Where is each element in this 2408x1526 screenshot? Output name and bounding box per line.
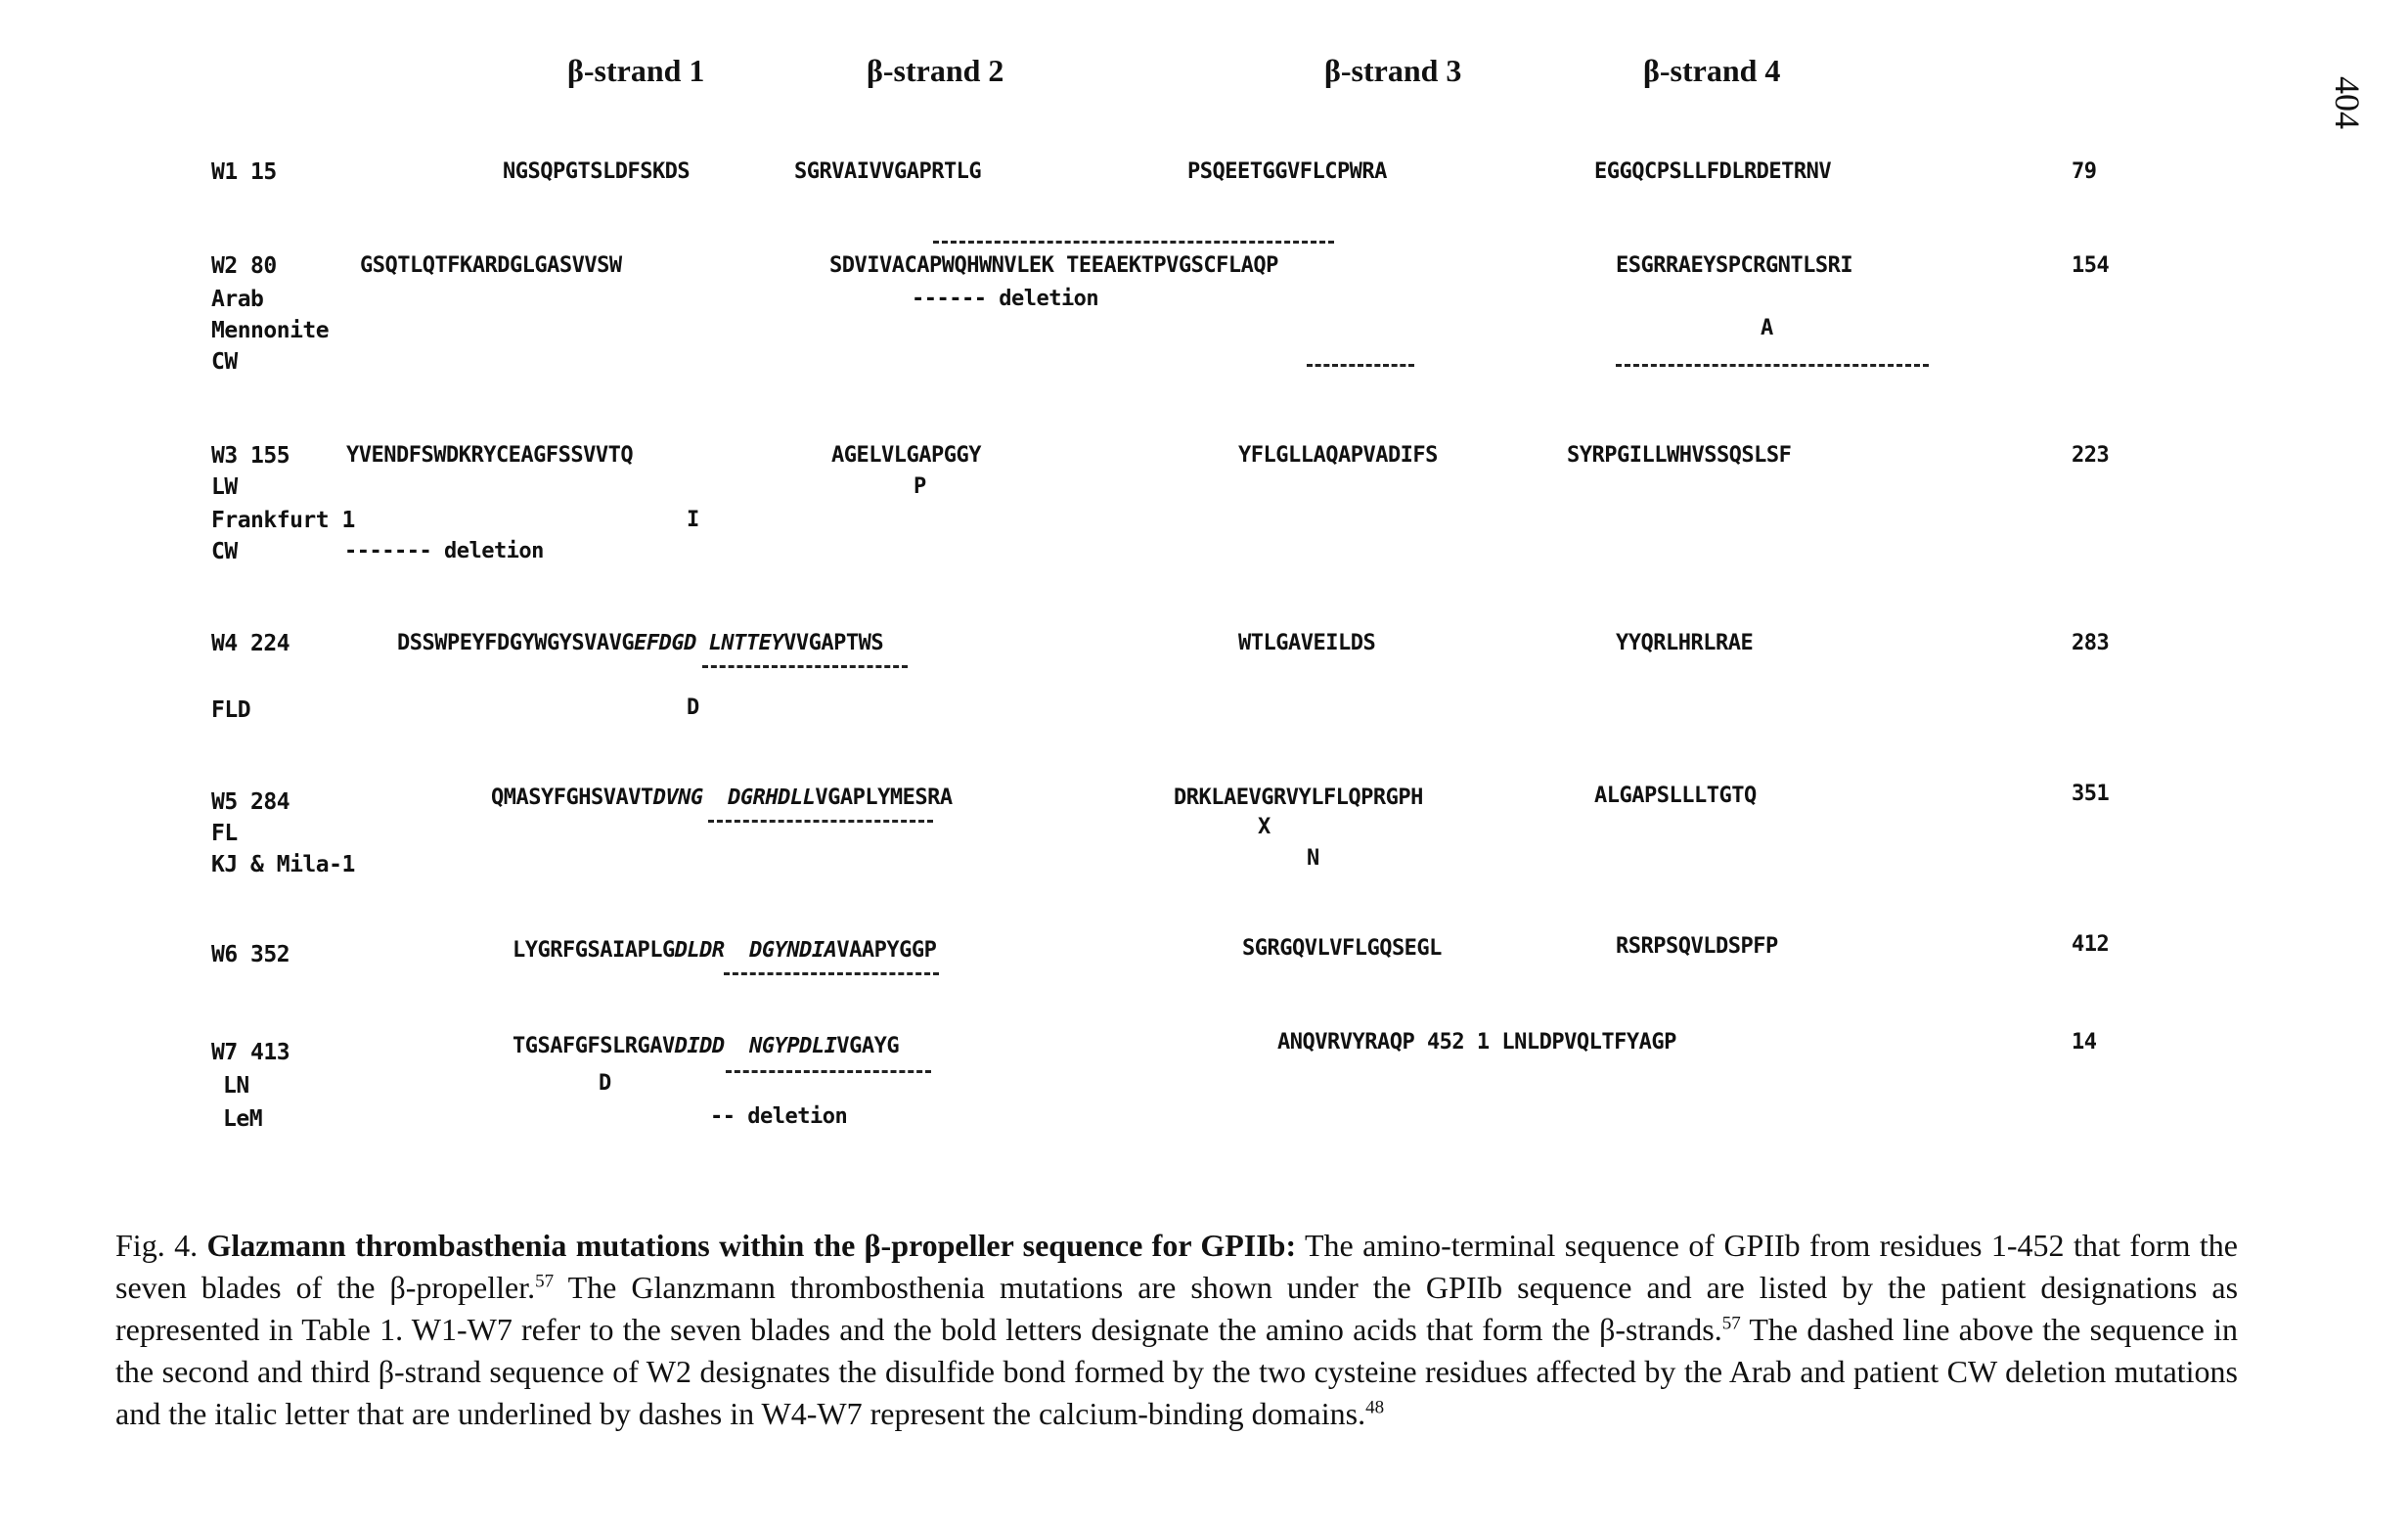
strand-1-2-seq: TGSAFGFSLRGAVDIDD NGYPDLIVGAYG — [513, 1033, 900, 1060]
blade-label: W2 80 — [211, 253, 277, 279]
citation-ref: 48 — [1365, 1397, 1385, 1418]
calcium-binding-underline — [702, 665, 908, 668]
strand-1-seq: DSSWPEYFDGYWGYSVAVGEFDGD LNTTEYVVGAPTWS — [397, 630, 884, 657]
calcium-binding-motif: DIDD — [674, 1034, 725, 1058]
strand-2-seq-plain: VVGAPTWS — [783, 631, 884, 655]
strand-3-seq: WTLGAVEILDS — [1238, 631, 1376, 655]
calcium-binding-underline — [708, 820, 933, 823]
strand-1-2-seq: QMASYFGHSVAVTDVNG DGRHDLLVGAPLYMESRA — [491, 785, 953, 812]
calcium-binding-underline — [726, 1070, 931, 1073]
strand-1-seq-plain: QMASYFGHSVAVT — [491, 785, 653, 810]
mutation-annotation: A — [1761, 316, 1773, 340]
caption-text: The amino-terminal sequence of GPIIb fro… — [115, 1228, 2239, 1305]
end-residue: 283 — [2072, 631, 2110, 655]
strand-header-2: β-strand 2 — [867, 53, 1004, 88]
calcium-binding-motif: DGYNDIA — [749, 938, 837, 963]
cw-deletion-dash-3 — [1307, 364, 1414, 367]
mutation-label: Frankfurt 1 — [211, 508, 355, 533]
strand-header-3: β-strand 3 — [1324, 53, 1462, 88]
strand-header-1: β-strand 1 — [567, 53, 705, 88]
caption-text: The Glanzmann thrombosthenia mutations a… — [115, 1270, 2239, 1347]
strand-3-4-seq: ANQVRVYRAQP 452 1 LNLDPVQLTFYAGP — [1277, 1030, 1676, 1055]
mutation-annotation: D — [599, 1071, 611, 1096]
figure-caption: Fig. 4. Glazmann thrombasthenia mutation… — [115, 1225, 2238, 1435]
strand-1-seq-plain: LYGRFGSAIAPLG — [513, 938, 675, 963]
disulfide-dashed-line — [933, 241, 1334, 244]
strand-3-seq: PSQEETGGVFLCPWRA — [1187, 159, 1387, 184]
mutation-annotation: N — [1307, 846, 1319, 871]
blade-label: W3 155 — [211, 443, 290, 469]
calcium-binding-motif: LNTTEY — [708, 631, 784, 655]
calcium-binding-motif: DGRHDLL — [728, 785, 816, 810]
strand-3-seq: SGRGQVLVFLGQSEGL — [1242, 936, 1442, 961]
caption-figure-number: Fig. 4. — [115, 1228, 199, 1263]
strand-1-2-seq: LYGRFGSAIAPLGDLDR DGYNDIAVAAPYGGP — [513, 937, 937, 965]
mutation-annotation: ------- deletion — [344, 539, 544, 563]
mutation-annotation: I — [687, 508, 699, 532]
calcium-binding-motif: DVNG — [652, 785, 703, 810]
caption-text: The dashed line above the sequence in th… — [115, 1312, 2238, 1431]
mutation-label: LW — [211, 474, 238, 500]
strand-4-seq: SYRPGILLWHVSSQSLSF — [1567, 443, 1792, 468]
blade-label: W1 15 — [211, 159, 277, 185]
citation-ref: 57 — [1721, 1313, 1741, 1334]
end-residue: 154 — [2072, 253, 2110, 278]
mutation-label: LN — [223, 1073, 249, 1099]
strand-4-seq: YYQRLHRLRAE — [1616, 631, 1754, 655]
mutation-annotation: ------ deletion — [912, 287, 1099, 311]
strand-2-3-seq: SDVIVACAPWQHWNVLEK TEEAEKTPVGSCFLAQP — [829, 253, 1278, 278]
strand-header-4: β-strand 4 — [1643, 53, 1781, 88]
calcium-binding-motif: EFDGD — [634, 631, 696, 655]
caption-title: Glazmann thrombasthenia mutations within… — [206, 1228, 1297, 1263]
end-residue: 14 — [2072, 1030, 2097, 1055]
strand-1-seq-plain: TGSAFGFSLRGAV — [513, 1034, 675, 1058]
strand-3-seq: YFLGLLAQAPVADIFS — [1238, 443, 1438, 468]
mutation-annotation: -- deletion — [710, 1104, 848, 1129]
mutation-annotation: P — [914, 474, 926, 499]
mutation-label: KJ & Mila-1 — [211, 852, 355, 877]
mutation-label: Mennonite — [211, 318, 330, 343]
calcium-binding-motif: NGYPDLI — [749, 1034, 837, 1058]
mutation-label: Arab — [211, 287, 264, 312]
end-residue: 412 — [2072, 932, 2110, 957]
end-residue: 223 — [2072, 443, 2110, 468]
strand-1-seq: YVENDFSWDKRYCEAGFSSVVTQ — [346, 443, 634, 468]
strand-4-seq: EGGQCPSLLFDLRDETRNV — [1594, 159, 1832, 184]
end-residue: 79 — [2072, 159, 2097, 184]
strand-2-seq: SGRVAIVVGAPRTLG — [794, 159, 982, 184]
blade-label: W7 413 — [211, 1040, 290, 1065]
strand-4-seq: ALGAPSLLLTGTQ — [1594, 784, 1757, 808]
strand-2-seq-plain: VGAPLYMESRA — [815, 785, 953, 810]
strand-4-seq: RSRPSQVLDSPFP — [1616, 934, 1778, 959]
blade-label: W5 284 — [211, 789, 290, 815]
blade-label: W6 352 — [211, 942, 290, 967]
cw-deletion-dash-4 — [1616, 364, 1929, 367]
strand-1-seq: NGSQPGTSLDFSKDS — [503, 159, 691, 184]
strand-1-seq-plain: DSSWPEYFDGYWGYSVAVG — [397, 631, 635, 655]
calcium-binding-underline — [724, 972, 939, 975]
mutation-label: FL — [211, 821, 238, 846]
mutation-annotation: D — [687, 696, 699, 720]
strand-2-seq: AGELVLGAPGGY — [831, 443, 981, 468]
page-number: 404 — [2328, 76, 2367, 129]
strand-2-seq-plain: VAAPYGGP — [836, 938, 937, 963]
mutation-annotation: X — [1258, 815, 1271, 839]
end-residue: 351 — [2072, 782, 2110, 806]
strand-2-seq-plain: VGAYG — [836, 1034, 900, 1058]
citation-ref: 57 — [535, 1271, 555, 1292]
mutation-label: CW — [211, 349, 238, 375]
strand-1-seq: GSQTLQTFKARDGLGASVVSW — [360, 253, 622, 278]
mutation-label: FLD — [211, 697, 251, 723]
strand-4-seq: ESGRRAEYSPCRGNTLSRI — [1616, 253, 1853, 278]
blade-label: W4 224 — [211, 631, 290, 656]
strand-3-seq: DRKLAEVGRVYLFLQPRGPH — [1174, 785, 1423, 810]
calcium-binding-motif: DLDR — [674, 938, 725, 963]
mutation-label: LeM — [223, 1106, 263, 1132]
mutation-label: CW — [211, 539, 238, 564]
